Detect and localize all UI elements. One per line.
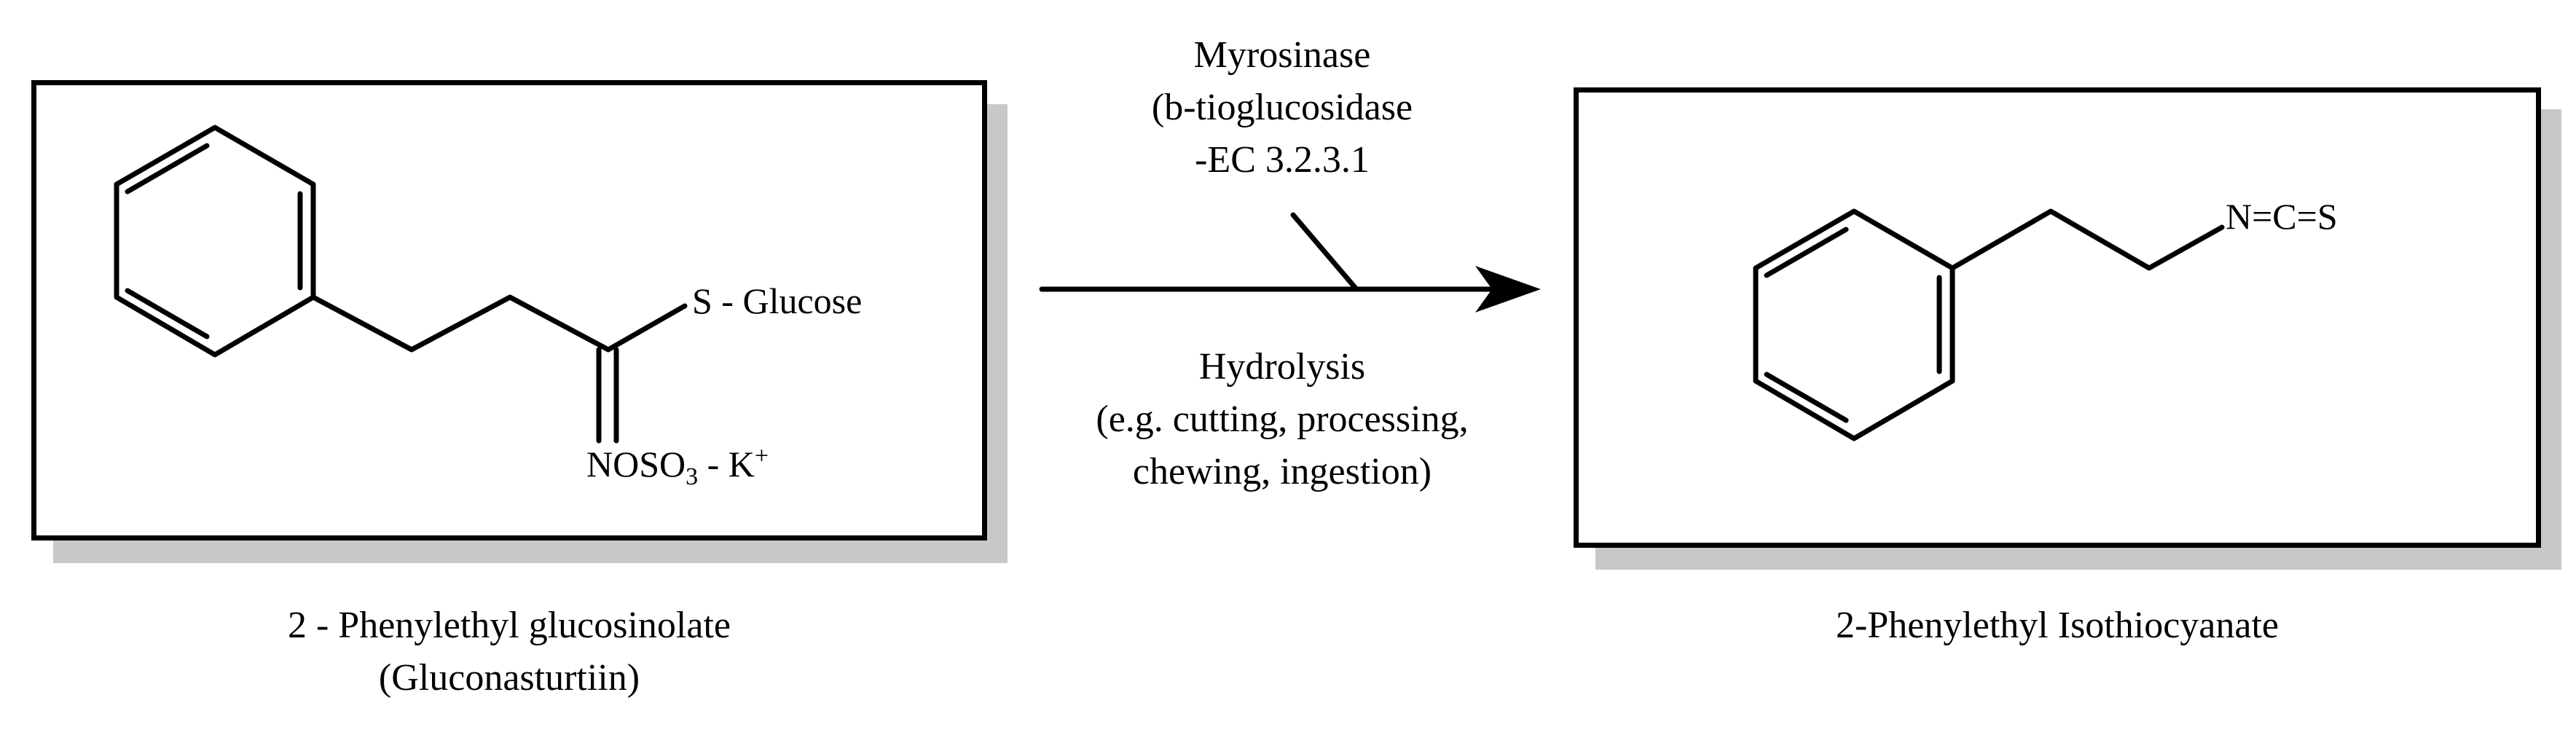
reactant-cn-double-bond <box>596 347 619 444</box>
product-benzene-ring <box>1753 208 1955 441</box>
reactant-noso-text: NOSO <box>586 444 686 484</box>
product-ncs-label: N=C=S <box>2226 196 2338 237</box>
product-box <box>1574 87 2541 548</box>
reactant-nosok-label: NOSO3 - K+ <box>586 444 769 490</box>
conditions-line-3: chewing, ingestion) <box>1132 451 1432 492</box>
reactant-name-caption: 2 - Phenylethyl glucosinolate (Gluconast… <box>145 600 873 704</box>
product-name-caption: 2-Phenylethyl Isothiocyanate <box>1836 605 2279 646</box>
reactant-side-chain <box>310 294 688 353</box>
conditions-line-1: Hydrolysis <box>1198 346 1366 388</box>
enzyme-line-2: (b-tioglucosidase <box>1151 87 1413 128</box>
reaction-arrow-head <box>1475 266 1541 313</box>
reactant-k-superscript: + <box>754 442 769 470</box>
reactant-name-line-1: 2 - Phenylethyl glucosinolate <box>287 605 731 646</box>
product-side-chain <box>1949 208 2225 271</box>
reaction-arrow <box>1039 212 1496 292</box>
enzyme-line-1: Myrosinase <box>1193 34 1371 76</box>
conditions-text: Hydrolysis (e.g. cutting, processing, ch… <box>1013 341 1552 498</box>
reactant-name-line-2: (Gluconasturtiin) <box>378 657 640 699</box>
reactant-noso-subscript: 3 <box>686 463 699 490</box>
reactant-benzene-ring <box>114 125 316 358</box>
enzyme-line-3: -EC 3.2.3.1 <box>1195 139 1370 181</box>
reactant-s-glucose-label: S - Glucose <box>692 280 863 321</box>
enzyme-text: Myrosinase (b-tioglucosidase -EC 3.2.3.1 <box>1013 29 1552 186</box>
conditions-line-2: (e.g. cutting, processing, <box>1096 398 1469 440</box>
reactant-k-text: - K <box>698 444 755 484</box>
